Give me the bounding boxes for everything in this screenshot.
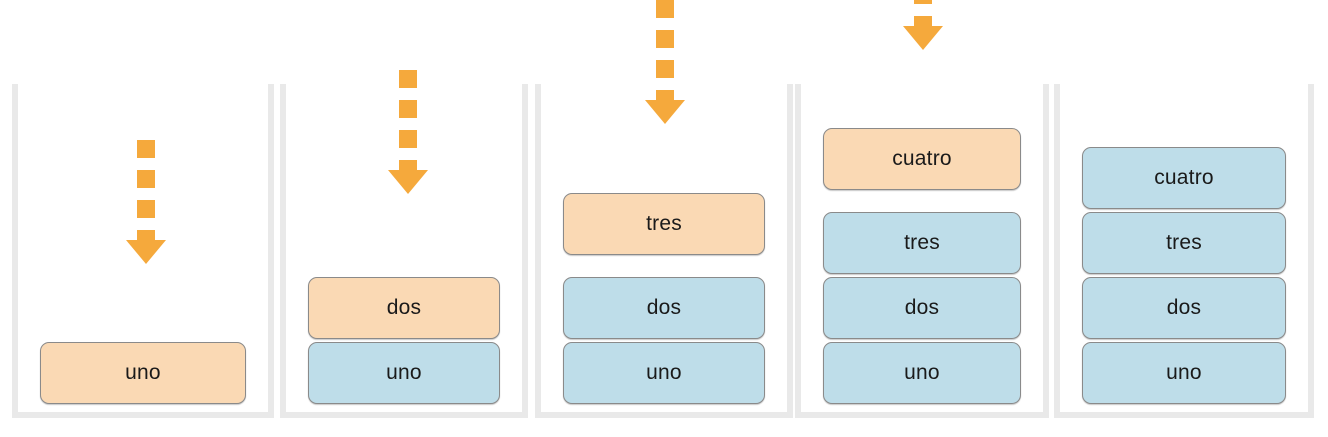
arrow-head-neck	[914, 16, 932, 27]
stack-node-label: uno	[646, 361, 682, 384]
arrow-dash	[137, 140, 155, 158]
arrow-head	[903, 16, 943, 50]
arrow-dash	[399, 130, 417, 148]
arrow-head-tip	[645, 100, 685, 124]
stack-node-cuatro[interactable]: cuatro	[1082, 147, 1286, 209]
arrow-dash	[656, 30, 674, 48]
dashed-down-arrow-icon	[903, 0, 943, 50]
step-panel-1: uno	[12, 84, 274, 418]
node-stack: tres dos uno	[563, 193, 765, 404]
stack-node-uno[interactable]: uno	[823, 342, 1021, 404]
arrow-head	[126, 230, 166, 264]
stack-node-dos[interactable]: dos	[1082, 277, 1286, 339]
stack-node-label: tres	[646, 212, 682, 235]
arrow-dash	[137, 200, 155, 218]
arrow-head	[388, 160, 428, 194]
node-stack: dos uno	[308, 277, 500, 404]
stack-node-label: dos	[386, 296, 422, 319]
arrow-head-tip	[388, 170, 428, 194]
step-panel-3: tres dos uno	[535, 84, 793, 418]
arrow-head-neck	[656, 90, 674, 101]
stack-node-label: uno	[1166, 361, 1202, 384]
stack-node-tres[interactable]: tres	[1082, 212, 1286, 274]
node-stack: cuatro tres dos uno	[1082, 147, 1286, 404]
stack-node-tres[interactable]: tres	[563, 193, 765, 255]
stack-node-uno[interactable]: uno	[1082, 342, 1286, 404]
stack-node-label: tres	[904, 231, 940, 254]
arrow-head-neck	[137, 230, 155, 241]
dashed-down-arrow-icon	[645, 0, 685, 124]
step-panel-4: cuatro tres dos uno	[795, 84, 1049, 418]
arrow-head-tip	[903, 26, 943, 50]
stack-node-tres[interactable]: tres	[823, 212, 1021, 274]
arrow-dash	[399, 100, 417, 118]
arrow-dash	[914, 0, 932, 4]
stack-node-cuatro[interactable]: cuatro	[823, 128, 1021, 190]
stack-node-dos[interactable]: dos	[308, 277, 500, 339]
arrow-head	[645, 90, 685, 124]
step-panel-5: cuatro tres dos uno	[1054, 84, 1314, 418]
stack-node-uno[interactable]: uno	[40, 342, 246, 404]
stack-node-label: uno	[386, 361, 422, 384]
dashed-down-arrow-icon	[126, 140, 166, 264]
node-stack: cuatro tres dos uno	[823, 128, 1021, 404]
stack-node-label: dos	[904, 296, 940, 319]
stack-node-uno[interactable]: uno	[563, 342, 765, 404]
stack-node-uno[interactable]: uno	[308, 342, 500, 404]
stack-node-label: tres	[1166, 231, 1202, 254]
arrow-dash	[137, 170, 155, 188]
arrow-dash	[399, 70, 417, 88]
stack-node-dos[interactable]: dos	[823, 277, 1021, 339]
stack-node-label: uno	[125, 361, 161, 384]
dashed-down-arrow-icon	[388, 70, 428, 194]
stack-node-label: dos	[646, 296, 682, 319]
stack-node-dos[interactable]: dos	[563, 277, 765, 339]
stack-node-label: cuatro	[892, 147, 952, 170]
stack-node-label: dos	[1166, 296, 1202, 319]
stack-node-label: cuatro	[1154, 166, 1214, 189]
stack-node-label: uno	[904, 361, 940, 384]
arrow-head-tip	[126, 240, 166, 264]
arrow-dash	[656, 60, 674, 78]
arrow-dash	[656, 0, 674, 18]
node-stack: uno	[40, 342, 246, 404]
arrow-head-neck	[399, 160, 417, 171]
